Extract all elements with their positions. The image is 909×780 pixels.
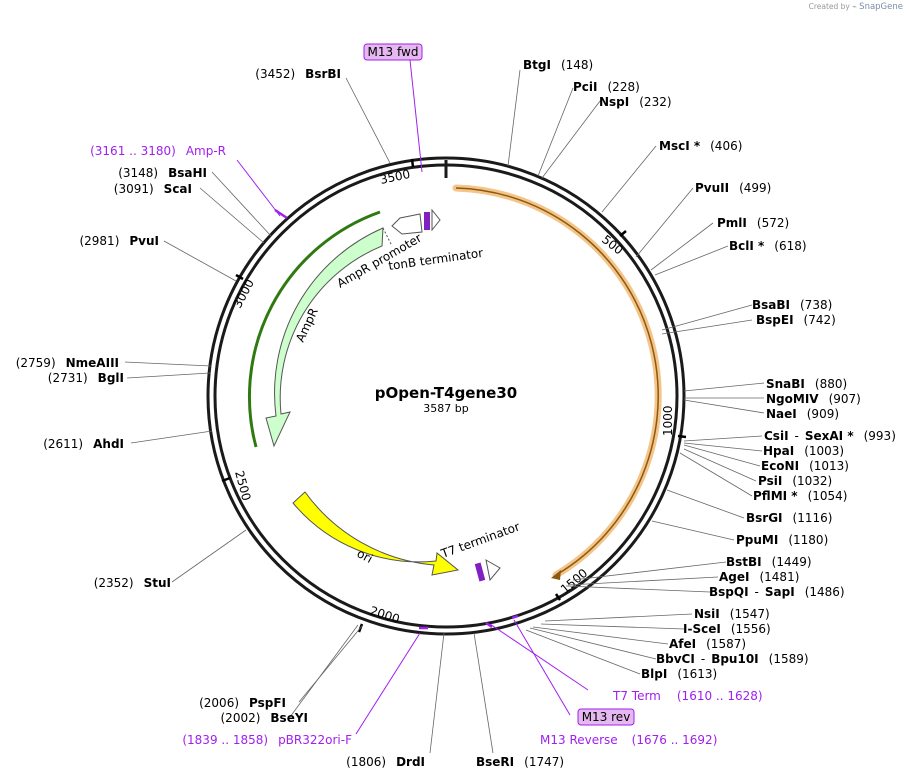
enzyme-label: (3148)BsaHI (118, 166, 207, 180)
enzyme-label: PsiI(1032) (758, 474, 832, 488)
enzyme-label: (2352)StuI (94, 576, 171, 590)
enzyme-label: BseRI(1747) (476, 755, 564, 769)
tick-label: 2500 (232, 469, 253, 502)
gene-feature-arc (452, 184, 662, 580)
enzyme-leader-lines (124, 69, 765, 754)
enzyme-label: BclI *(618) (729, 239, 807, 253)
enzyme-label: AgeI(1481) (719, 570, 799, 584)
enzyme-label: BsaBI(738) (752, 298, 832, 312)
enzyme-label: (2981)PvuI (79, 234, 159, 248)
enzyme-label: BtgI(148) (523, 58, 593, 72)
enzyme-label: (2006)PspFI (199, 696, 286, 710)
tick-marks (221, 158, 687, 633)
primer-box-m13-fwd (363, 43, 423, 61)
enzyme-label: (3091)ScaI (114, 182, 192, 196)
tick-label: 1000 (661, 405, 675, 436)
plasmid-size: 3587 bp (423, 402, 468, 415)
enzyme-label: BsrGI(1116) (746, 511, 832, 525)
enzyme-label: BspQI-SapI(1486) (709, 585, 845, 599)
snapgene-logo-icon: ⌁ (852, 2, 857, 11)
enzyme-label: PmlI(572) (717, 216, 789, 230)
primer-labels: (3161 .. 3180)Amp-R M13 fwd T7 Term(1610… (90, 43, 763, 747)
credit-brand: SnapGene (859, 2, 903, 12)
snapgene-credit: Created by ⌁ SnapGene (809, 2, 903, 12)
primer-label-m13-fwd: M13 fwd (368, 45, 419, 59)
enzyme-label: (2611)AhdI (43, 437, 124, 451)
primer-label-m13-reverse: M13 Reverse(1676 .. 1692) (540, 733, 717, 747)
enzyme-label: SnaBI(880) (766, 377, 847, 391)
enzyme-labels: BtgI(148) PciI(228) NspI(232) MscI *(406… (16, 58, 896, 769)
enzyme-label: (2731)BglI (48, 371, 124, 385)
tonb-terminator-marker (424, 208, 441, 232)
primer-label-m13-rev: M13 rev (582, 710, 631, 724)
enzyme-label: (2002)BseYI (221, 711, 309, 725)
primer-label-pbr322ori-f: (1839 .. 1858)pBR322ori-F (182, 733, 352, 747)
enzyme-label: HpaI(1003) (763, 444, 844, 458)
ampr-promoter-arrow (391, 213, 423, 235)
enzyme-label: PciI(228) (573, 80, 640, 94)
plasmid-name: pOpen-T4gene30 (375, 384, 517, 402)
enzyme-label: I-SceI(1556) (683, 622, 771, 636)
enzyme-label: (1806)DrdI (346, 755, 425, 769)
enzyme-label: BlpI(1613) (641, 667, 717, 681)
enzyme-label: EcoNI(1013) (761, 459, 849, 473)
enzyme-label: (2759)NmeAIII (16, 356, 119, 370)
t7-terminator-marker (474, 559, 501, 582)
primer-box-m13-rev (577, 708, 635, 726)
credit-prefix: Created by (808, 2, 850, 11)
enzyme-label: PpuMI(1180) (736, 533, 828, 547)
feature-label-ori: ori (355, 546, 375, 566)
enzyme-label: NsiI(1547) (694, 607, 770, 621)
ori-feature (292, 491, 460, 576)
tick-label: 3000 (230, 277, 257, 311)
enzyme-label: (3452)BsrBI (255, 67, 341, 81)
primer-label-t7-term: T7 Term(1610 .. 1628) (612, 689, 763, 703)
enzyme-label: NspI(232) (599, 95, 672, 109)
tick-label: 3500 (379, 167, 412, 187)
enzyme-label: NaeI(909) (766, 407, 839, 421)
enzyme-label: CsiI-SexAI *(993) (764, 429, 896, 443)
enzyme-label: PflMI *(1054) (753, 489, 847, 503)
enzyme-label: BbvCI-Bpu10I(1589) (656, 652, 809, 666)
feature-label-t7-terminator: T7 terminator (438, 519, 521, 561)
ampr-feature (248, 210, 393, 448)
enzyme-label: NgoMIV(907) (766, 392, 861, 406)
enzyme-label: BspEI(742) (756, 313, 836, 327)
primer-lines (236, 59, 589, 735)
enzyme-label: BstBI(1449) (726, 555, 812, 569)
enzyme-label: MscI *(406) (659, 139, 742, 153)
enzyme-label: AfeI(1587) (669, 637, 746, 651)
enzyme-label: PvuII(499) (695, 181, 771, 195)
primer-label-amp-r: (3161 .. 3180)Amp-R (90, 144, 226, 158)
